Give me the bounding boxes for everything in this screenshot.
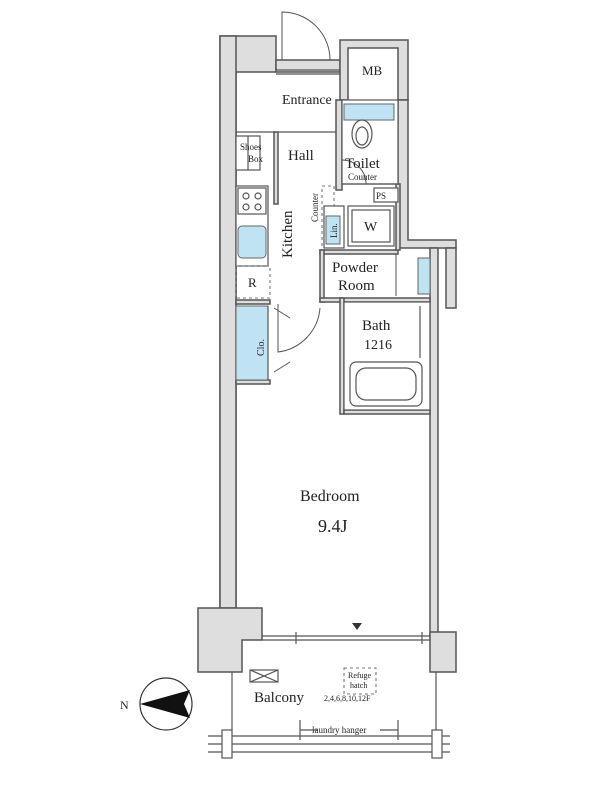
hatch-label: hatch bbox=[350, 681, 367, 690]
box-label: Box bbox=[248, 154, 264, 164]
linen-label: Lin. bbox=[329, 223, 339, 238]
laundry-hanger-label: laundry hanger bbox=[312, 725, 366, 735]
closet-icon bbox=[235, 305, 269, 381]
fridge-icon bbox=[235, 265, 271, 299]
north-arrow-icon bbox=[140, 690, 190, 718]
refuge-label: Refuge bbox=[348, 671, 372, 680]
shoes-label: Shoes bbox=[240, 142, 262, 152]
toilet-counter-label: Counter bbox=[348, 172, 377, 182]
toilet-tank-icon bbox=[343, 103, 395, 121]
labels: MB Entrance Toilet Counter Shoes Box Hal… bbox=[240, 63, 392, 735]
hall-label: Hall bbox=[288, 148, 314, 164]
hall-lines bbox=[235, 131, 336, 381]
bath-label: Bath bbox=[362, 318, 391, 334]
entrance-label: Entrance bbox=[282, 93, 332, 108]
vanity-icon bbox=[417, 257, 431, 295]
balcony-label: Balcony bbox=[254, 690, 304, 706]
bedroom-size-label: 9.4J bbox=[318, 516, 348, 536]
refuge-hatch-icon bbox=[343, 667, 377, 695]
refuge-floors-label: 2,4,6,8,10,12F bbox=[324, 694, 371, 703]
washer-label: W bbox=[364, 220, 378, 235]
closet-label: Clo. bbox=[256, 339, 267, 356]
walls bbox=[197, 35, 457, 673]
toilet-room bbox=[341, 99, 399, 203]
powder-area bbox=[323, 205, 431, 296]
bedroom bbox=[262, 623, 430, 644]
compass: N bbox=[120, 677, 193, 731]
mb-label: MB bbox=[362, 63, 383, 78]
ps-box bbox=[373, 187, 399, 203]
stove-icon bbox=[237, 187, 267, 215]
room-label: Room bbox=[338, 278, 375, 294]
bedroom-label: Bedroom bbox=[300, 488, 360, 505]
powder-label: Powder bbox=[332, 260, 378, 276]
kitchen-label: Kitchen bbox=[280, 210, 296, 258]
compass-label: N bbox=[120, 698, 129, 712]
toilet-label: Toilet bbox=[345, 156, 381, 172]
kitchen-sink-icon bbox=[237, 225, 267, 259]
bath-size-label: 1216 bbox=[364, 338, 392, 353]
counter-vertical-label: Counter bbox=[310, 193, 320, 222]
ps-label: PS bbox=[376, 191, 386, 201]
fridge-label: R bbox=[248, 275, 257, 290]
bath-room bbox=[343, 301, 431, 411]
entrance-door bbox=[276, 11, 340, 75]
window-marker-icon bbox=[352, 623, 362, 630]
balcony bbox=[208, 667, 450, 759]
